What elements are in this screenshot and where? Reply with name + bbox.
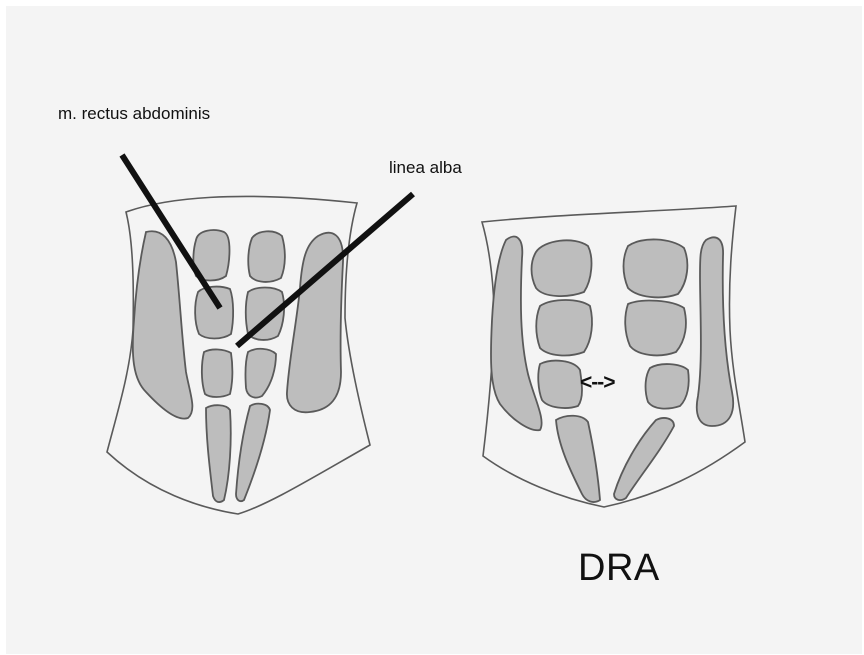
- rectus-segment-l3: [202, 349, 233, 397]
- rectus-abdominis-label: m. rectus abdominis: [58, 104, 210, 124]
- dra-rectus-l3: [538, 361, 582, 408]
- dra-rectus-r2: [625, 301, 686, 356]
- dra-rectus-r3: [646, 364, 689, 409]
- dra-rectus-l2: [536, 300, 592, 355]
- dra-rectus-r1: [624, 239, 688, 297]
- dra-title: DRA: [578, 547, 660, 590]
- linea-alba-label: linea alba: [389, 158, 462, 178]
- dra-rectus-l1: [532, 240, 592, 296]
- gap-arrow-label: <-->: [580, 371, 615, 395]
- rectus-segment-r1: [248, 231, 285, 282]
